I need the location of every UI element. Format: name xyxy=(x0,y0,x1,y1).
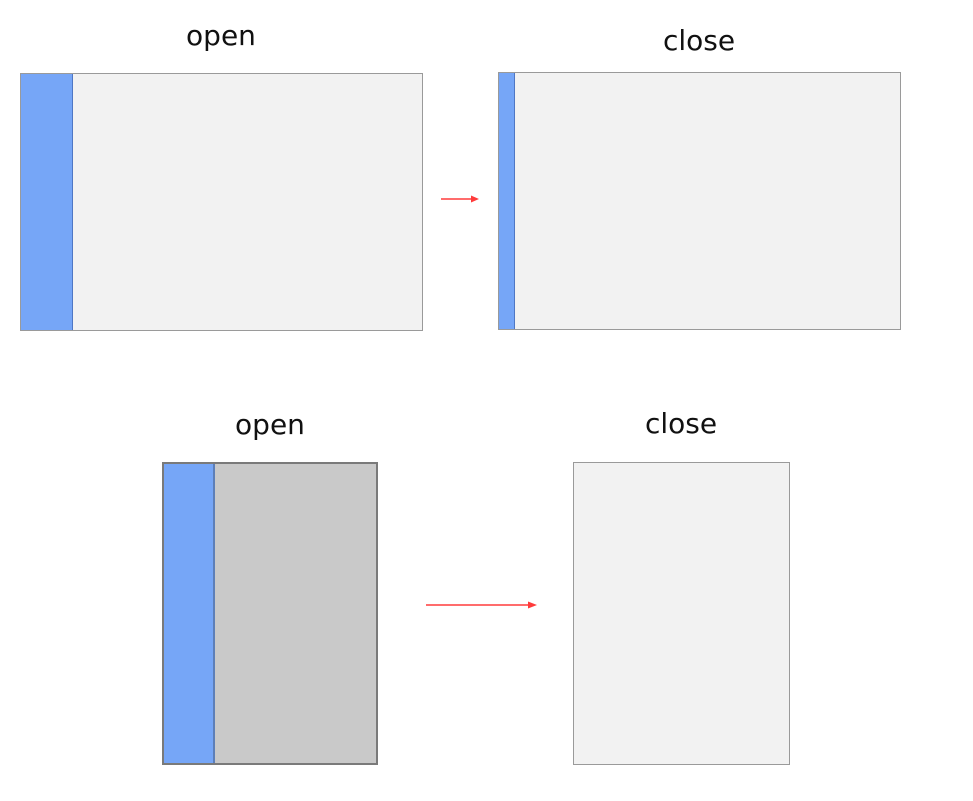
bottom-close-window xyxy=(573,462,790,765)
top-open-label: open xyxy=(186,19,256,52)
top-open-sidebar xyxy=(21,74,73,330)
top-transition-arrow xyxy=(441,195,479,203)
bottom-open-label: open xyxy=(235,408,305,441)
bottom-open-sidebar xyxy=(164,464,215,763)
bottom-transition-arrow xyxy=(426,601,537,609)
bottom-arrow-head xyxy=(528,601,537,609)
top-close-window xyxy=(498,72,901,330)
top-close-label: close xyxy=(662,24,736,57)
top-close-sidebar xyxy=(499,73,515,329)
bottom-close-label: close xyxy=(644,407,718,440)
top-arrow-head xyxy=(471,195,479,203)
top-open-window xyxy=(20,73,423,331)
bottom-open-window xyxy=(162,462,378,765)
